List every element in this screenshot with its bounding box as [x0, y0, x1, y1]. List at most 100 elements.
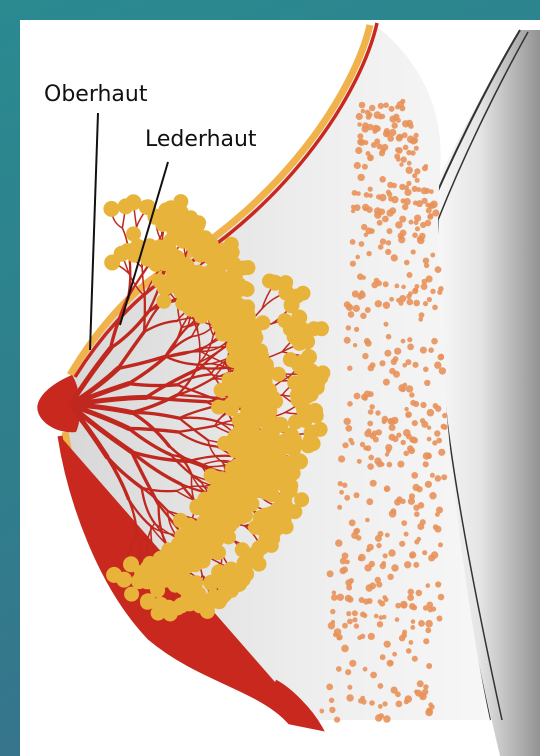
fat-cell — [406, 181, 411, 186]
fat-cell — [383, 715, 390, 722]
fat-cell — [386, 334, 392, 340]
fat-cell — [435, 526, 442, 533]
fat-cell — [426, 583, 431, 588]
fat-cell — [429, 202, 436, 209]
lobule — [279, 520, 294, 535]
fat-cell — [387, 135, 394, 142]
fat-cell — [347, 401, 353, 407]
fat-cell — [357, 459, 362, 464]
lobule — [296, 286, 311, 301]
fat-cell — [360, 290, 365, 295]
fat-cell — [383, 281, 389, 287]
fat-cell — [424, 263, 429, 268]
fat-cell — [393, 114, 399, 120]
fat-cell — [418, 317, 423, 322]
fat-cell — [353, 343, 357, 347]
fat-cell — [327, 570, 334, 577]
fat-cell — [338, 455, 345, 462]
fat-cell — [380, 563, 386, 569]
fat-cell — [413, 401, 419, 407]
fat-cell — [427, 602, 434, 609]
lobule — [265, 512, 280, 527]
fat-cell — [407, 161, 412, 166]
fat-cell — [389, 368, 395, 374]
fat-cell — [427, 409, 435, 417]
fat-cell — [378, 713, 384, 719]
fat-cell — [412, 420, 418, 426]
fat-cell — [372, 125, 380, 133]
fat-cell — [368, 391, 374, 397]
illustration-panel: Oberhaut Lederhaut — [20, 20, 540, 756]
fat-cell — [378, 704, 383, 709]
fat-cell — [383, 379, 390, 386]
fat-cell — [366, 206, 373, 213]
lobule — [288, 415, 303, 430]
fat-cell — [358, 139, 365, 146]
lobule — [292, 336, 307, 351]
fat-cell — [401, 339, 406, 344]
fat-cell — [376, 543, 381, 548]
fat-cell — [419, 312, 425, 318]
fat-cell — [393, 356, 399, 362]
fat-cell — [365, 307, 371, 313]
fat-cell — [344, 495, 350, 501]
fat-cell — [412, 232, 418, 238]
lobule — [106, 567, 122, 583]
fat-cell — [383, 553, 388, 558]
fat-cell — [408, 498, 415, 505]
fat-cell — [429, 189, 434, 194]
fat-cell — [368, 187, 373, 192]
fat-cell — [409, 551, 416, 558]
fat-cell — [400, 387, 406, 393]
lobule — [161, 542, 176, 557]
fat-cell — [360, 442, 365, 447]
fat-cell — [387, 192, 392, 197]
fat-cell — [423, 367, 429, 373]
fat-cell — [396, 157, 401, 162]
lobule — [241, 408, 256, 423]
fat-cell — [421, 187, 428, 194]
fat-cell — [377, 220, 383, 226]
fat-cell — [409, 220, 414, 225]
fat-cell — [359, 102, 366, 109]
fat-cell — [354, 393, 361, 400]
fat-cell — [424, 380, 430, 386]
lobule — [236, 572, 251, 587]
fat-cell — [369, 228, 375, 234]
lobule — [239, 336, 254, 351]
fat-cell — [347, 619, 353, 625]
fat-cell — [395, 221, 402, 228]
fat-cell — [401, 156, 407, 162]
fat-cell — [360, 634, 365, 639]
fat-cell — [407, 594, 414, 601]
fat-cell — [396, 701, 403, 708]
fat-cell — [369, 582, 376, 589]
lobule — [165, 247, 180, 262]
lobule — [181, 590, 196, 605]
lobule — [190, 500, 205, 515]
fat-cell — [431, 551, 438, 558]
fat-cell — [371, 282, 378, 289]
lobule — [274, 454, 289, 469]
fat-cell — [438, 542, 443, 547]
fat-cell — [430, 473, 435, 478]
fat-cell — [379, 194, 387, 202]
lobule — [163, 200, 178, 215]
fat-cell — [352, 617, 357, 622]
fat-cell — [435, 266, 442, 273]
fat-cell — [420, 222, 426, 228]
fat-cell — [382, 419, 387, 424]
fat-cell — [411, 249, 416, 254]
fat-cell — [385, 533, 390, 538]
lobule — [306, 436, 321, 451]
fat-cell — [340, 558, 347, 565]
fat-cell — [396, 496, 402, 502]
fat-cell — [355, 255, 360, 260]
fat-cell — [365, 445, 371, 451]
fat-cell — [417, 237, 425, 245]
fat-cell — [404, 260, 410, 266]
lobule — [314, 321, 329, 336]
fat-cell — [336, 666, 342, 672]
fat-cell — [357, 133, 363, 139]
fat-cell — [384, 350, 391, 357]
